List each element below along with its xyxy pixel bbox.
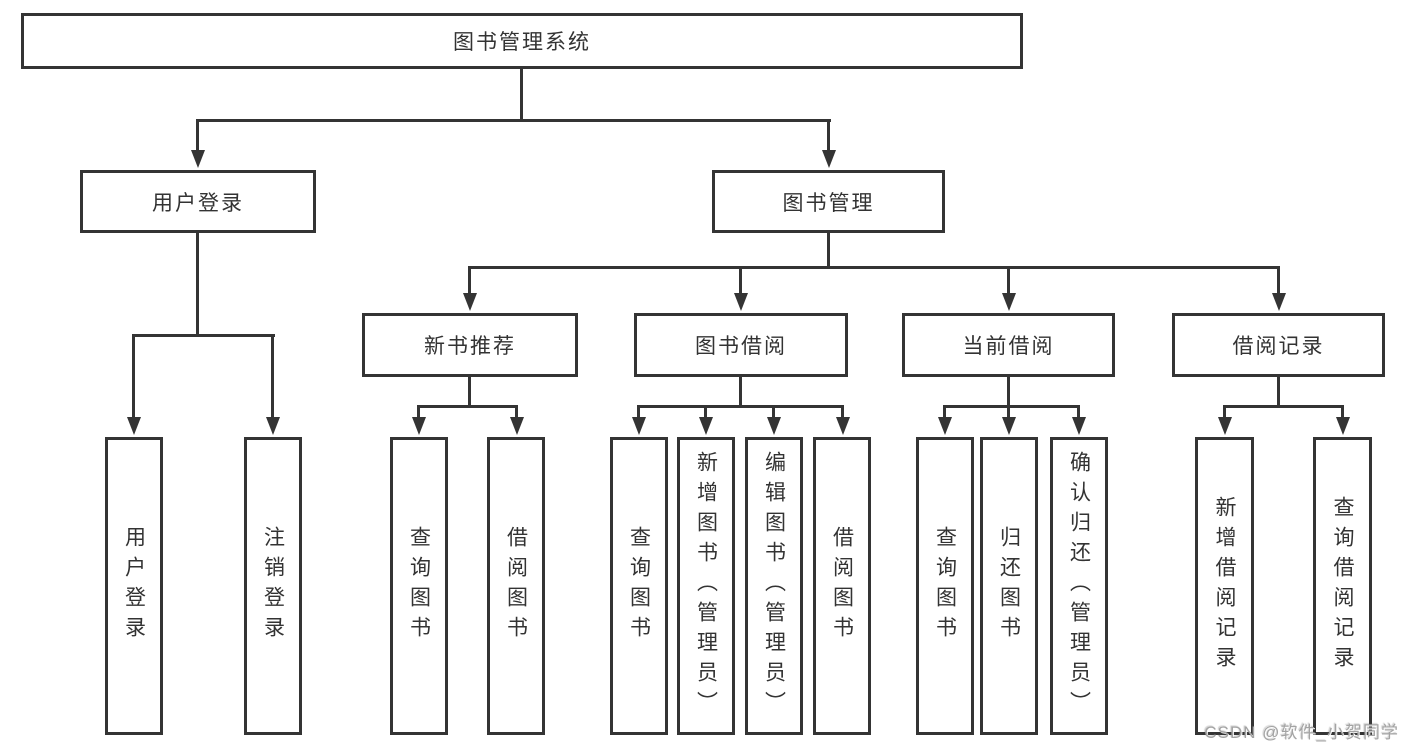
leaf-newbook-borrow: 借阅图书 bbox=[487, 437, 545, 735]
arrow-down-icon bbox=[191, 150, 205, 168]
leaf-logout-label: 注销登录 bbox=[261, 526, 285, 646]
connector-branch-root bbox=[196, 119, 831, 122]
connector-drop bbox=[1007, 405, 1010, 419]
leaf-current-query-label: 查询图书 bbox=[933, 526, 957, 646]
arrow-down-icon bbox=[1002, 417, 1016, 435]
leaf-borrow-edit-label: 编辑图书（管理员） bbox=[762, 451, 786, 721]
connector-drop bbox=[739, 266, 742, 294]
arrow-down-icon bbox=[127, 417, 141, 435]
leaf-newbook-borrow-label: 借阅图书 bbox=[504, 526, 528, 646]
node-current-borrow: 当前借阅 bbox=[902, 313, 1115, 377]
node-current-borrow-label: 当前借阅 bbox=[962, 335, 1055, 358]
leaf-record-query: 查询借阅记录 bbox=[1313, 437, 1372, 735]
connector-drop bbox=[1077, 405, 1080, 419]
connector-stem-user-login bbox=[196, 233, 199, 337]
leaf-newbook-query: 查询图书 bbox=[390, 437, 448, 735]
connector-stem-book-borrow bbox=[739, 377, 742, 408]
leaf-borrow-edit: 编辑图书（管理员） bbox=[745, 437, 803, 735]
leaf-borrow-query: 查询图书 bbox=[610, 437, 668, 735]
leaf-user-login: 用户登录 bbox=[105, 437, 163, 735]
arrow-down-icon bbox=[632, 417, 646, 435]
arrow-down-icon bbox=[767, 417, 781, 435]
connector-drop bbox=[827, 119, 830, 152]
connector-stem-root bbox=[520, 69, 523, 121]
leaf-record-add-label: 新增借阅记录 bbox=[1213, 496, 1236, 676]
arrow-down-icon bbox=[1002, 293, 1016, 311]
csdn-watermark: CSDN @软件_小贺同学 bbox=[1204, 723, 1399, 742]
connector-drop bbox=[1007, 266, 1010, 294]
arrow-down-icon bbox=[822, 150, 836, 168]
connector-drop bbox=[1277, 266, 1280, 294]
connector-drop bbox=[515, 405, 518, 419]
connector-drop bbox=[132, 334, 135, 419]
arrow-down-icon bbox=[1072, 417, 1086, 435]
connector-drop bbox=[417, 405, 420, 419]
arrow-down-icon bbox=[412, 417, 426, 435]
connector-stem-borrow-records bbox=[1277, 377, 1280, 408]
leaf-newbook-query-label: 查询图书 bbox=[407, 526, 431, 646]
node-book-borrow-label: 图书借阅 bbox=[695, 335, 787, 358]
connector-drop bbox=[1223, 405, 1226, 419]
leaf-borrow-borrow-label: 借阅图书 bbox=[830, 526, 854, 646]
leaf-borrow-query-label: 查询图书 bbox=[627, 526, 651, 646]
node-borrow-records-label: 借阅记录 bbox=[1232, 335, 1325, 358]
leaf-record-query-label: 查询借阅记录 bbox=[1331, 496, 1354, 676]
connector-branch-user-login bbox=[132, 334, 275, 337]
connector-drop bbox=[943, 405, 946, 419]
arrow-down-icon bbox=[836, 417, 850, 435]
node-new-book: 新书推荐 bbox=[362, 313, 578, 377]
connector-branch-current-borrow bbox=[943, 405, 1080, 408]
arrow-down-icon bbox=[938, 417, 952, 435]
leaf-current-return: 归还图书 bbox=[980, 437, 1038, 735]
node-user-login: 用户登录 bbox=[80, 170, 316, 233]
node-user-login-label: 用户登录 bbox=[152, 191, 244, 215]
connector-drop bbox=[772, 405, 775, 419]
leaf-user-login-label: 用户登录 bbox=[122, 526, 146, 646]
connector-stem-book-management bbox=[827, 233, 830, 269]
connector-drop bbox=[1341, 405, 1344, 419]
connector-drop bbox=[468, 266, 471, 294]
leaf-borrow-add: 新增图书（管理员） bbox=[677, 437, 735, 735]
arrow-down-icon bbox=[1336, 417, 1350, 435]
leaf-current-confirm-label: 确认归还（管理员） bbox=[1067, 451, 1091, 721]
connector-drop bbox=[637, 405, 640, 419]
arrow-down-icon bbox=[699, 417, 713, 435]
arrow-down-icon bbox=[266, 417, 280, 435]
leaf-current-return-label: 归还图书 bbox=[997, 526, 1021, 646]
node-book-management: 图书管理 bbox=[712, 170, 945, 233]
node-root-label: 图书管理系统 bbox=[453, 31, 591, 54]
leaf-record-add: 新增借阅记录 bbox=[1195, 437, 1254, 735]
node-book-management-label: 图书管理 bbox=[782, 191, 875, 215]
leaf-borrow-borrow: 借阅图书 bbox=[813, 437, 871, 735]
leaf-borrow-add-label: 新增图书（管理员） bbox=[694, 451, 718, 721]
leaf-current-confirm: 确认归还（管理员） bbox=[1050, 437, 1108, 735]
node-new-book-label: 新书推荐 bbox=[424, 335, 516, 358]
connector-drop bbox=[271, 334, 274, 419]
arrow-down-icon bbox=[1218, 417, 1232, 435]
leaf-logout: 注销登录 bbox=[244, 437, 302, 735]
node-root: 图书管理系统 bbox=[21, 13, 1023, 69]
node-borrow-records: 借阅记录 bbox=[1172, 313, 1385, 377]
connector-drop bbox=[196, 119, 199, 152]
connector-drop bbox=[841, 405, 844, 419]
connector-branch-book-management bbox=[468, 266, 1280, 269]
arrow-down-icon bbox=[1272, 293, 1286, 311]
connector-branch-borrow-records bbox=[1223, 405, 1343, 408]
arrow-down-icon bbox=[510, 417, 524, 435]
leaf-current-query: 查询图书 bbox=[916, 437, 974, 735]
connector-stem-new-book bbox=[468, 377, 471, 408]
node-book-borrow: 图书借阅 bbox=[634, 313, 848, 377]
connector-branch-book-borrow bbox=[637, 405, 844, 408]
connector-branch-new-book bbox=[417, 405, 518, 408]
connector-drop bbox=[704, 405, 707, 419]
connector-stem-current-borrow bbox=[1007, 377, 1010, 408]
arrow-down-icon bbox=[463, 293, 477, 311]
arrow-down-icon bbox=[734, 293, 748, 311]
